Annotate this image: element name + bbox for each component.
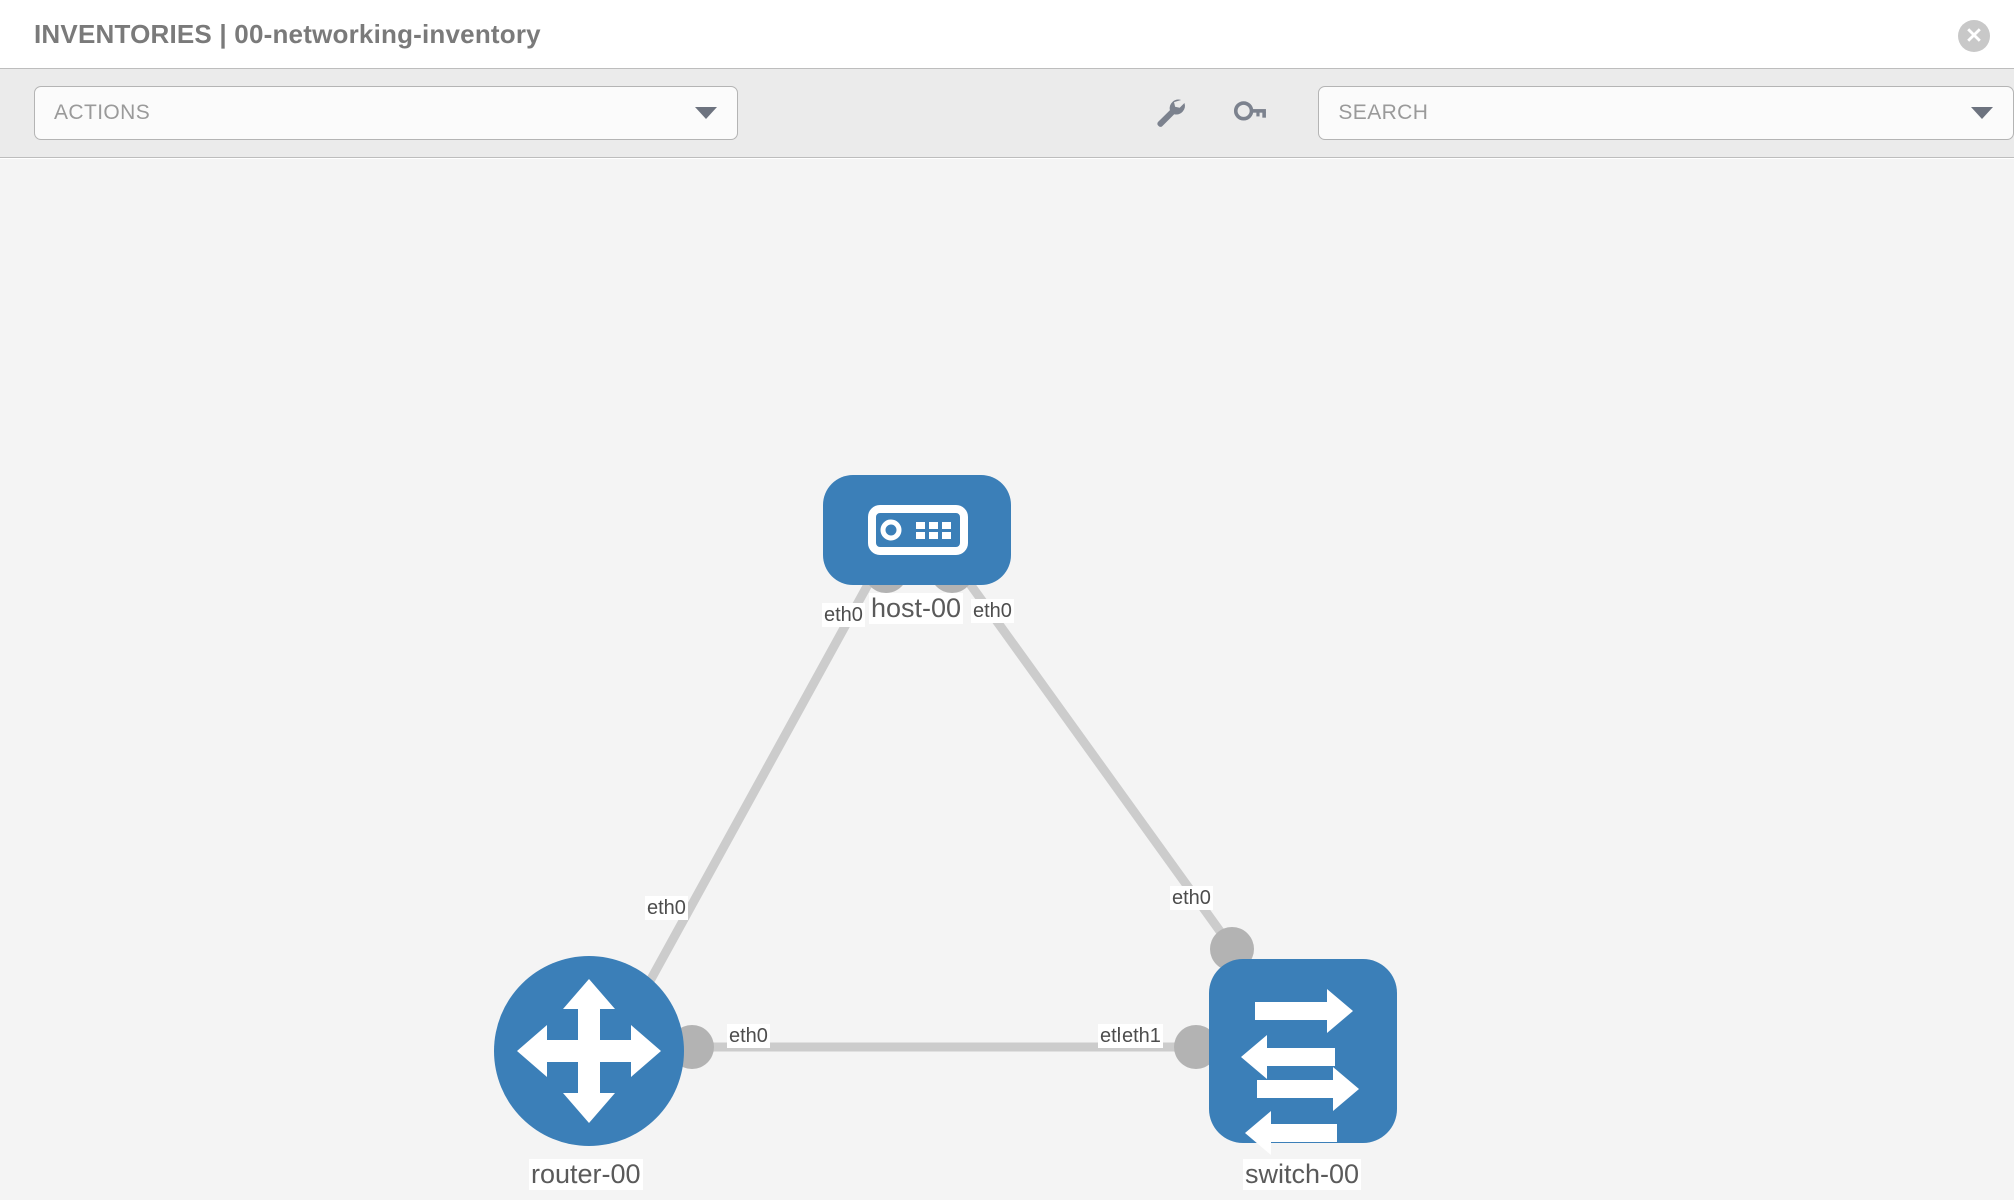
toolbar: ACTIONS SEARCH [0, 68, 2014, 158]
connector-endpoints [670, 549, 1254, 1069]
iface-label: eth0 [645, 896, 688, 920]
node-label-switch-00: switch-00 [1243, 1159, 1362, 1190]
server-icon [868, 505, 968, 555]
chevron-down-icon[interactable] [1971, 107, 1993, 119]
node-host-00[interactable] [823, 475, 1011, 585]
iface-label: eth0 [1170, 886, 1213, 910]
node-switch-00[interactable] [1209, 959, 1397, 1155]
key-icon[interactable] [1228, 91, 1272, 135]
link-host-router [624, 556, 886, 1024]
node-shape [823, 475, 1011, 585]
iface-label: eth0 [971, 599, 1014, 623]
topology-graph [494, 475, 1397, 1155]
switch-arrows-icon [1241, 989, 1359, 1155]
node-label-host-00: host-00 [869, 593, 964, 624]
connector-switch-left [1174, 1025, 1218, 1069]
link-line [624, 556, 886, 1024]
search-input[interactable]: SEARCH [1318, 86, 2014, 140]
actions-dropdown[interactable]: ACTIONS [34, 86, 739, 140]
actions-dropdown-label: ACTIONS [54, 101, 151, 124]
iface-label: eth0 [727, 1024, 770, 1048]
search-placeholder: SEARCH [1338, 101, 1429, 124]
toolbar-icon-group [1148, 91, 1272, 135]
iface-label: eth1 [1120, 1024, 1163, 1048]
iface-label: eth0 [822, 603, 865, 627]
server-icon-details [880, 519, 951, 541]
wrench-icon[interactable] [1148, 91, 1192, 135]
close-icon[interactable] [1958, 20, 1990, 52]
node-router-00[interactable] [494, 956, 684, 1146]
router-arrows-icon [517, 979, 661, 1123]
node-label-router-00: router-00 [529, 1159, 643, 1190]
chevron-down-icon [695, 107, 718, 119]
page-header: INVENTORIES | 00-networking-inventory [0, 0, 2014, 68]
page-title: INVENTORIES | 00-networking-inventory [34, 18, 541, 49]
topology-canvas[interactable]: eth0 eth0 eth0 eth0 eth0 eth0 eth1 host-… [0, 159, 2014, 1200]
